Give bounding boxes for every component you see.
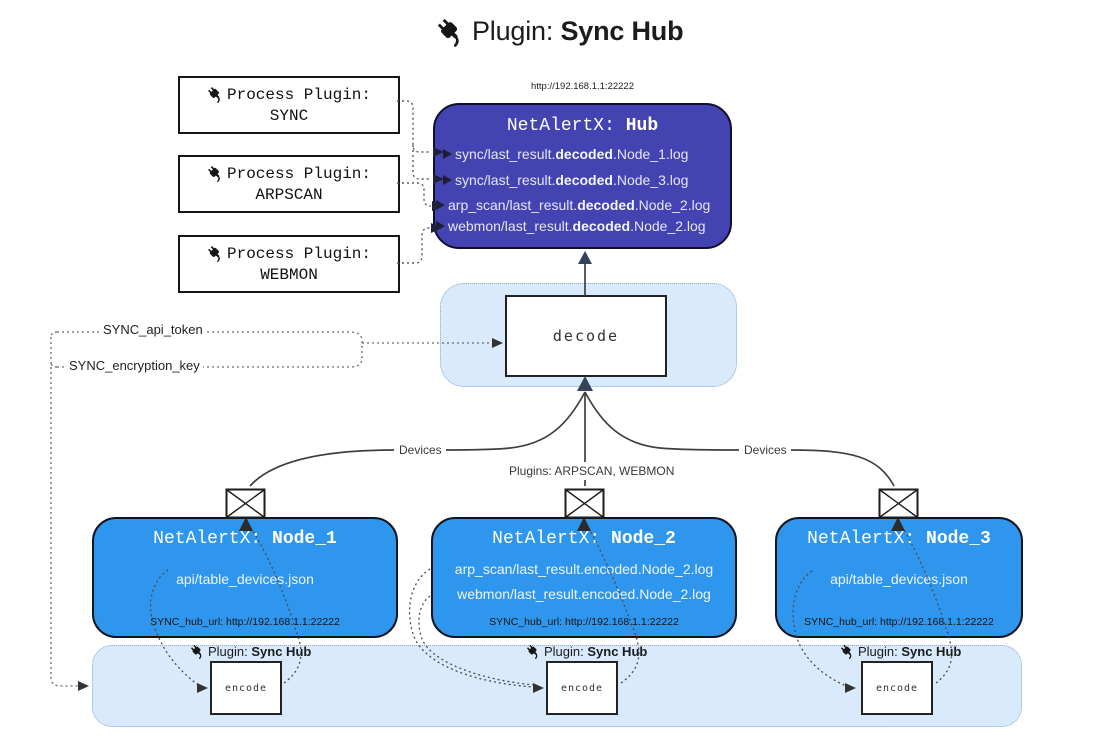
process-plugin-label: Process Plugin: <box>226 164 372 183</box>
arrowhead-into-encode-strip <box>78 681 89 691</box>
node-hub-url: SYNC_hub_url: http://192.168.1.1:22222 <box>804 616 994 628</box>
page-title: Plugin: Sync Hub <box>436 16 684 47</box>
node-1: NetAlertX: Node_1 api/table_devices.json… <box>92 517 398 638</box>
arrow-right-icon <box>443 175 452 185</box>
hub-url-label: http://192.168.1.1:22222 <box>530 81 634 92</box>
node-title: NetAlertX: Node_2 <box>492 529 676 549</box>
encode-plugin-label-3: Plugin: Sync Hub <box>840 644 961 659</box>
node-file: api/table_devices.json <box>830 571 968 587</box>
process-plugin-name: ARPSCAN <box>255 185 323 204</box>
plug-icon <box>190 644 202 659</box>
edge-label-plugins: Plugins: ARPSCAN, WEBMON <box>506 464 678 478</box>
setting-encryption-key-label: SYNC_encryption_key <box>66 358 203 373</box>
process-plugin-label: Process Plugin: <box>226 85 372 104</box>
plug-icon <box>526 644 538 659</box>
encode-plugin-label-2: Plugin: Sync Hub <box>526 644 647 659</box>
node-file: arp_scan/last_result.encoded.Node_2.log <box>454 561 714 577</box>
page-title-text: Plugin: Sync Hub <box>472 16 684 46</box>
envelope-icon <box>878 488 919 519</box>
arrow-right-icon <box>443 149 452 159</box>
hub-log-line: arp_scan/last_result.decoded.Node_2.log <box>436 195 730 215</box>
node-file: api/table_devices.json <box>176 571 314 587</box>
envelope-icon <box>564 488 605 519</box>
plug-icon <box>208 87 220 103</box>
arrowhead-into-hub <box>578 251 592 264</box>
setting-api-token-label: SYNC_api_token <box>100 322 206 337</box>
node-hub-url: SYNC_hub_url: http://192.168.1.1:22222 <box>150 616 340 628</box>
hub-log-line: sync/last_result.decoded.Node_3.log <box>443 170 730 190</box>
process-plugin-name: SYNC <box>269 106 309 125</box>
encode-plugin-label-1: Plugin: Sync Hub <box>190 644 311 659</box>
hub-log-line: sync/last_result.decoded.Node_1.log <box>443 144 730 164</box>
hub-title: NetAlertX: Hub <box>506 116 659 136</box>
envelope-icon <box>225 488 266 519</box>
hub-log-line: webmon/last_result.decoded.Node_2.log <box>436 216 730 236</box>
process-plugin-sync: Process Plugin: SYNC <box>178 76 400 134</box>
edge-label-devices-left: Devices <box>396 443 445 457</box>
arrow-right-icon <box>436 221 445 231</box>
node-file: webmon/last_result.encoded.Node_2.log <box>457 586 711 602</box>
node-title: NetAlertX: Node_1 <box>153 529 337 549</box>
process-plugin-arpscan: Process Plugin: ARPSCAN <box>178 155 400 213</box>
encode-step-1: encode <box>210 661 282 715</box>
process-plugin-label: Process Plugin: <box>226 244 372 263</box>
node-2: NetAlertX: Node_2 arp_scan/last_result.e… <box>431 517 737 638</box>
edge-label-devices-right: Devices <box>741 443 790 457</box>
node-hub-url: SYNC_hub_url: http://192.168.1.1:22222 <box>489 616 679 628</box>
process-plugin-webmon: Process Plugin: WEBMON <box>178 235 400 293</box>
arrow-right-icon <box>436 200 445 210</box>
hub-node: NetAlertX: Hub sync/last_result.decoded.… <box>433 103 732 249</box>
decode-step: decode <box>505 295 667 377</box>
plug-icon <box>208 166 220 182</box>
plug-icon <box>437 18 459 47</box>
encode-step-3: encode <box>861 661 933 715</box>
plug-icon <box>208 246 220 262</box>
node-title: NetAlertX: Node_3 <box>807 529 991 549</box>
plug-icon <box>840 644 852 659</box>
node-3: NetAlertX: Node_3 api/table_devices.json… <box>775 517 1023 638</box>
encode-step-2: encode <box>546 661 618 715</box>
process-plugin-name: WEBMON <box>260 265 318 284</box>
